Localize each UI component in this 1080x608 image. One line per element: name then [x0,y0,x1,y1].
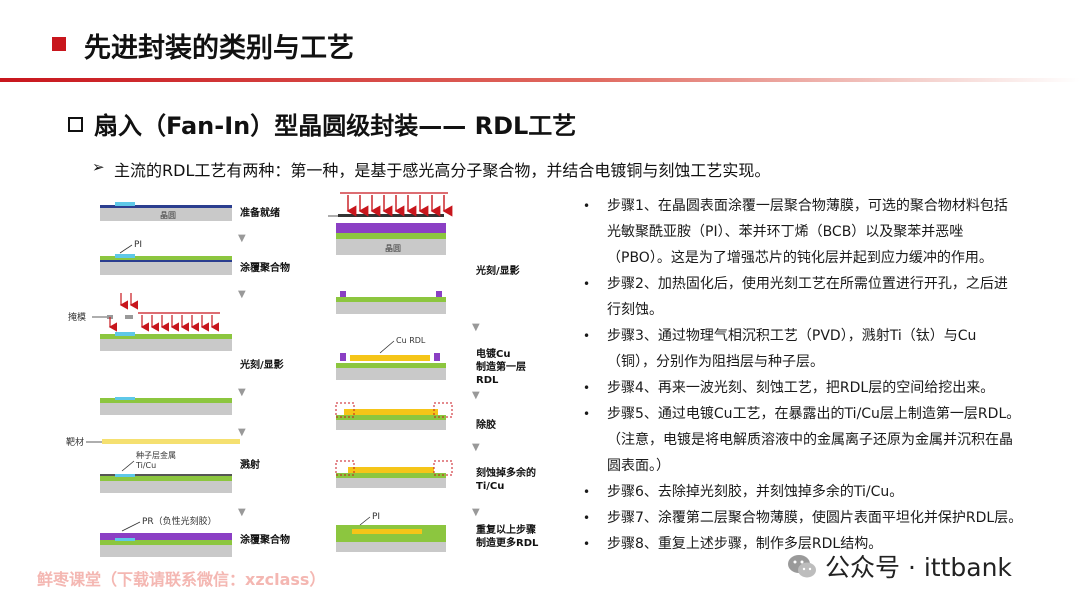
right-label-2: 电镀Cu [476,347,510,360]
step-item: • 步骤1、在晶圆表面涂覆一层聚合物薄膜，可选的聚合物材料包括 [583,193,1053,219]
step-continuation: （铜），分别作为阻挡层与种子层。 [583,349,1053,375]
step-text: 步骤1、在晶圆表面涂覆一层聚合物薄膜，可选的聚合物材料包括 [607,198,1008,214]
wechat-badge: 公众号 · ittbank [785,548,1012,584]
right-label-1: 光刻/显影 [475,264,520,277]
title-divider [0,78,1080,82]
step-item: • 步骤3、通过物理气相沉积工艺（PVD），溅射Ti（钛）与Cu [583,323,1053,349]
svg-text:▼: ▼ [238,507,246,518]
step-text: 步骤2、加热固化后，使用光刻工艺在所需位置进行开孔，之后进 [607,276,1008,292]
right-label-6: 刻蚀掉多余的 [476,466,536,479]
svg-text:▼: ▼ [238,233,246,244]
step-text: 步骤3、通过物理气相沉积工艺（PVD），溅射Ti（钛）与Cu [607,328,977,344]
section-checkbox-marker [68,117,83,132]
step-item: • 步骤2、加热固化后，使用光刻工艺在所需位置进行开孔，之后进 [583,271,1053,297]
svg-text:▼: ▼ [472,507,480,518]
step-continuation: 圆表面。） [583,453,1053,479]
wafer-label: 晶圆 [160,211,176,220]
step-item: • 步骤5、通过电镀Cu工艺，在暴露出的Ti/Cu层上制造第一层RDL。 [583,401,1053,427]
stage-litho-mask: 掩模 [68,293,232,351]
bullet-icon: • [583,381,591,395]
steps-list: • 步骤1、在晶圆表面涂覆一层聚合物薄膜，可选的聚合物材料包括光敏聚酰亚胺（PI）… [583,193,1053,557]
right-label-7: Ti/Cu [476,481,504,492]
right-label-5: 除胶 [476,418,496,431]
svg-text:晶圆: 晶圆 [385,244,401,253]
stage-right-develop [336,291,446,314]
left-flow-arrows: ▼ ▼ ▼ ▼ ▼ [238,233,246,518]
left-label-2: 涂覆聚合物 [240,261,290,274]
step-text: 步骤5、通过电镀Cu工艺，在暴露出的Ti/Cu层上制造第一层RDL。 [607,406,1021,422]
intro-text: 主流的RDL工艺有两种：第一种，是基于感光高分子聚合物，并结合电镀铜与刻蚀工艺实… [114,161,771,180]
step-text: （PBO）。这是为了增强芯片的钝化层并起到应力缓冲的作用。 [607,250,993,266]
pi-label: PI [134,240,142,250]
bullet-icon: • [583,199,591,213]
svg-text:▼: ▼ [238,427,246,438]
stage-right-plate-cu: Cu RDL [336,336,446,380]
cu-rdl-label: Cu RDL [396,336,426,345]
stage-right-etch [335,460,453,488]
target-label: 靶材 [66,436,84,448]
step-continuation: （PBO）。这是为了增强芯片的钝化层并起到应力缓冲的作用。 [583,245,1053,271]
step-text: 圆表面。） [607,458,670,474]
intro-arrow-icon: ➢ [92,158,105,176]
right-label-8: 重复以上步骤 [476,523,536,536]
bullet-icon: • [583,537,591,551]
seed-label-1: 种子层金属 [136,450,176,460]
left-label-5: 涂覆聚合物 [240,533,290,546]
svg-text:▼: ▼ [472,322,480,333]
left-label-4: 溅射 [240,458,260,471]
stage-coat-polymer: PI [100,240,232,275]
wechat-icon [788,555,816,578]
svg-text:▼: ▼ [238,387,246,398]
title-square-marker [52,37,66,51]
left-label-1: 准备就绪 [240,206,280,219]
step-continuation: 光敏聚酰亚胺（PI）、苯并环丁烯（BCB）以及聚苯并恶唑 [583,219,1053,245]
pi-label-2: PI [372,512,380,522]
stage-coat-pr: PR（负性光刻胶） [100,515,232,557]
svg-text:▼: ▼ [472,442,480,453]
step-text: 行刻蚀。 [607,302,663,318]
title-bar: 先进封装的类别与工艺 [0,0,1080,82]
section-title: 扇入（Fan-In）型晶圆级封装—— RDL工艺 [94,112,577,140]
stage-right-repeat: PI [336,512,446,552]
svg-text:▼: ▼ [472,390,480,401]
step-text: （铜），分别作为阻挡层与种子层。 [607,354,824,370]
right-flow-arrows: ▼ ▼ ▼ ▼ [472,322,480,518]
watermark-text: 鲜枣课堂（下载请联系微信：xzclass） [37,570,326,589]
stage-right-litho: 晶圆 [328,192,453,255]
step-item: • 步骤8、重复上述步骤，制作多层RDL结构。 [583,531,1053,557]
wechat-account-text: 公众号 · ittbank [825,553,1012,582]
mask-label: 掩模 [68,311,86,323]
bullet-icon: • [583,277,591,291]
step-text: 光敏聚酰亚胺（PI）、苯并环丁烯（BCB）以及聚苯并恶唑 [607,224,964,240]
step-text: 步骤4、再来一波光刻、刻蚀工艺，把RDL层的空间给挖出来。 [607,380,995,396]
step-continuation: （注意，电镀是将电解质溶液中的金属离子还原为金属并沉积在晶 [583,427,1053,453]
right-label-9: 制造更多RDL [476,536,539,549]
bullet-icon: • [583,511,591,525]
stage-develop [100,395,232,415]
step-continuation: 行刻蚀。 [583,297,1053,323]
stage-sputter: 靶材 种子层金属 Ti/Cu [66,436,240,493]
step-text: （注意，电镀是将电解质溶液中的金属离子还原为金属并沉积在晶 [607,432,1013,448]
bullet-icon: • [583,407,591,421]
pr-label: PR（负性光刻胶） [142,515,217,527]
seed-label-2: Ti/Cu [135,461,156,470]
svg-text:▼: ▼ [238,289,246,300]
stage-ready: 晶圆 [100,202,232,221]
step-text: 步骤7、涂覆第二层聚合物薄膜，使圆片表面平坦化并保护RDL层。 [607,510,1023,526]
right-label-4: RDL [476,375,499,386]
left-label-3: 光刻/显影 [239,358,284,371]
step-item: • 步骤4、再来一波光刻、刻蚀工艺，把RDL层的空间给挖出来。 [583,375,1053,401]
step-item: • 步骤7、涂覆第二层聚合物薄膜，使圆片表面平坦化并保护RDL层。 [583,505,1053,531]
bullet-icon: • [583,329,591,343]
step-text: 步骤8、重复上述步骤，制作多层RDL结构。 [607,536,883,552]
step-text: 步骤6、去除掉光刻胶，并刻蚀掉多余的Ti/Cu。 [607,484,904,500]
right-label-3: 制造第一层 [476,360,526,373]
bullet-icon: • [583,485,591,499]
step-item: • 步骤6、去除掉光刻胶，并刻蚀掉多余的Ti/Cu。 [583,479,1053,505]
stage-right-strip [335,402,453,430]
rdl-process-diagram: 晶圆 PI 掩模 靶材 [66,192,539,557]
page-title: 先进封装的类别与工艺 [84,33,354,64]
